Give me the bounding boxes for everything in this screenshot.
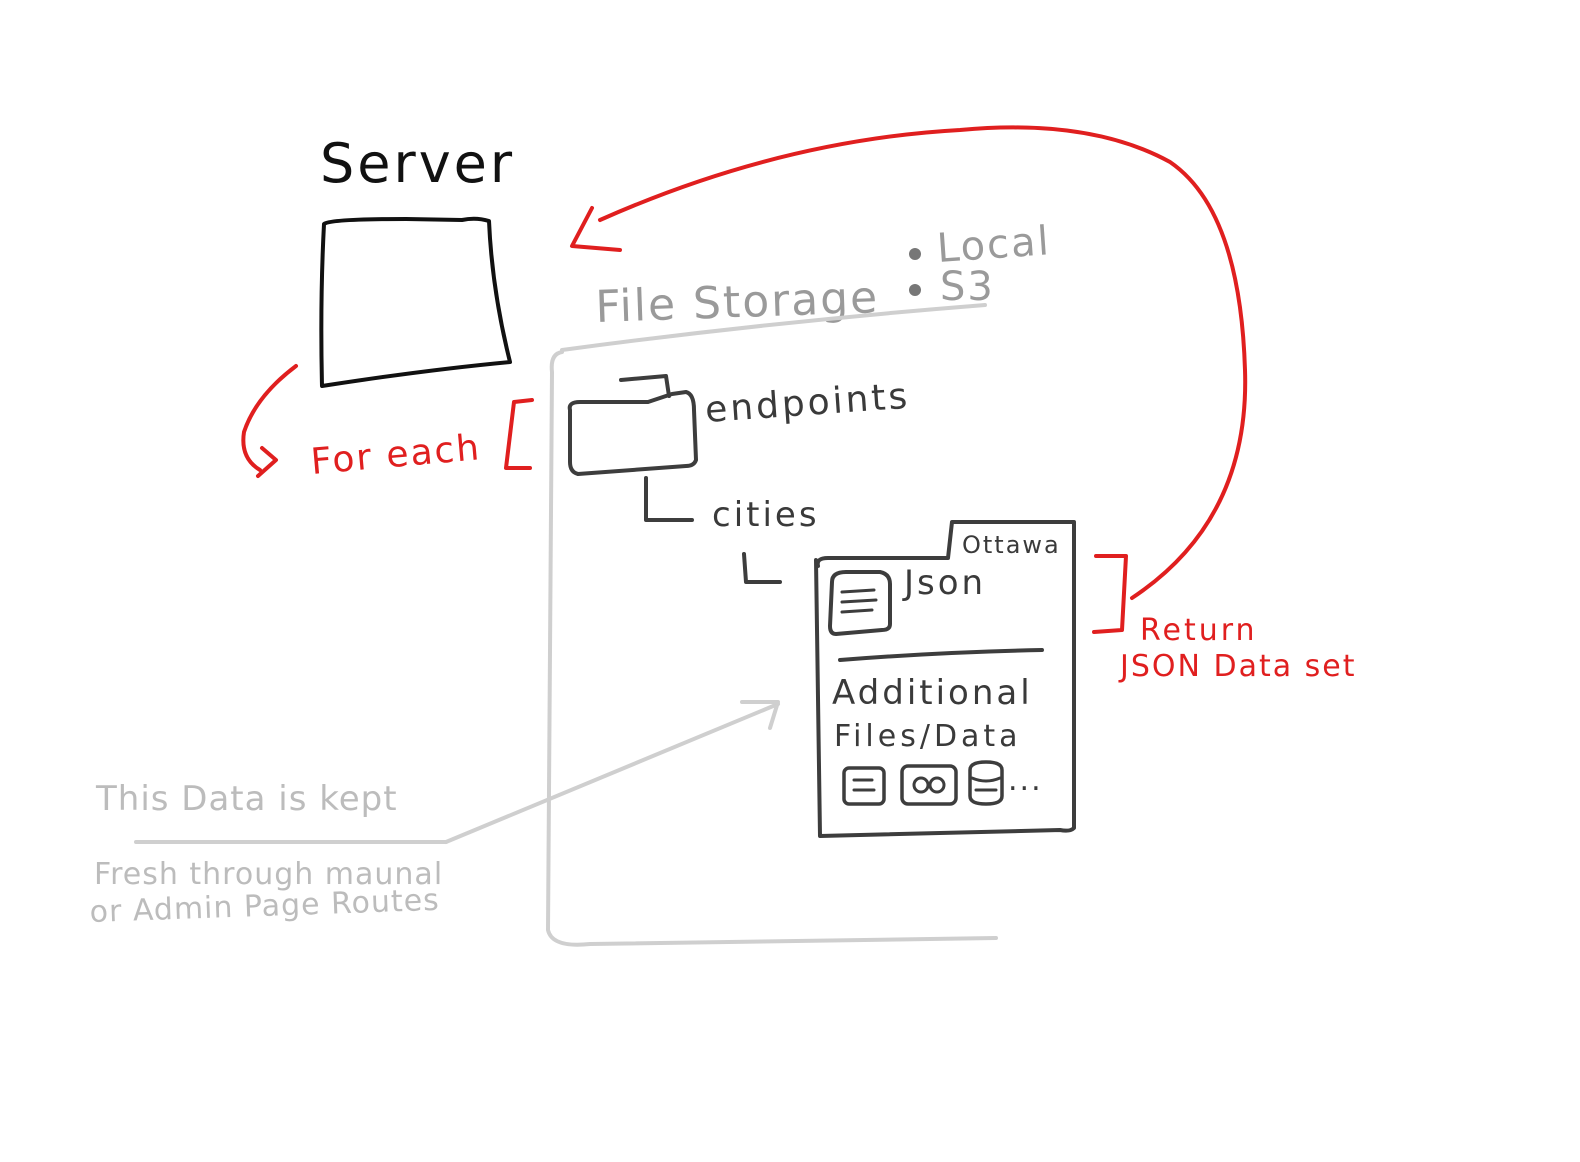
- file-storage-underline: [560, 303, 987, 352]
- card-tab-ottawa: Ottawa: [962, 531, 1061, 559]
- note-pointer-arrow: [444, 702, 780, 844]
- file-label-json: Json: [902, 563, 986, 603]
- card-divider: [838, 648, 1044, 662]
- return-label-line1: Return: [1140, 613, 1258, 648]
- server-title: Server: [320, 132, 515, 195]
- additional-files-line1: Additional: [832, 673, 1033, 713]
- for-each-curve-arrow: [241, 364, 298, 472]
- note-line2: Fresh through maunal: [94, 857, 443, 892]
- server-box: [319, 216, 512, 388]
- for-each-bracket: [504, 398, 534, 470]
- storage-option-s3: S3: [940, 264, 995, 310]
- file-storage-label: File Storage: [595, 272, 880, 333]
- tree-connector-cities: [644, 476, 694, 522]
- tree-connector-ottawa: [742, 552, 782, 584]
- additional-files-line2: Files/Data: [834, 719, 1022, 754]
- more-files-ellipsis: ...: [1008, 763, 1043, 798]
- small-link-icon: [900, 764, 958, 806]
- return-label-line2: JSON Data set: [1118, 649, 1357, 684]
- for-each-arrowhead: [256, 446, 278, 478]
- return-bracket: [1092, 554, 1128, 634]
- ottawa-card: [814, 520, 1076, 838]
- return-curve-arrow: [598, 125, 1248, 600]
- note-line1: This Data is kept: [95, 779, 398, 819]
- folder-icon: [567, 374, 698, 476]
- storage-bracket: [546, 350, 998, 947]
- json-file-icon: [828, 570, 892, 636]
- for-each-label: For each: [309, 427, 482, 483]
- option-bullet-local: [909, 248, 921, 260]
- storage-option-local: Local: [935, 218, 1052, 272]
- folder-label-endpoints: endpoints: [704, 376, 912, 431]
- option-bullet-s3: [909, 284, 921, 296]
- return-arrowhead: [570, 206, 622, 252]
- small-database-icon: [968, 760, 1004, 806]
- subfolder-label-cities: cities: [712, 495, 820, 535]
- small-doc-icon: [842, 766, 886, 806]
- note-pointer-arrowhead: [740, 700, 780, 730]
